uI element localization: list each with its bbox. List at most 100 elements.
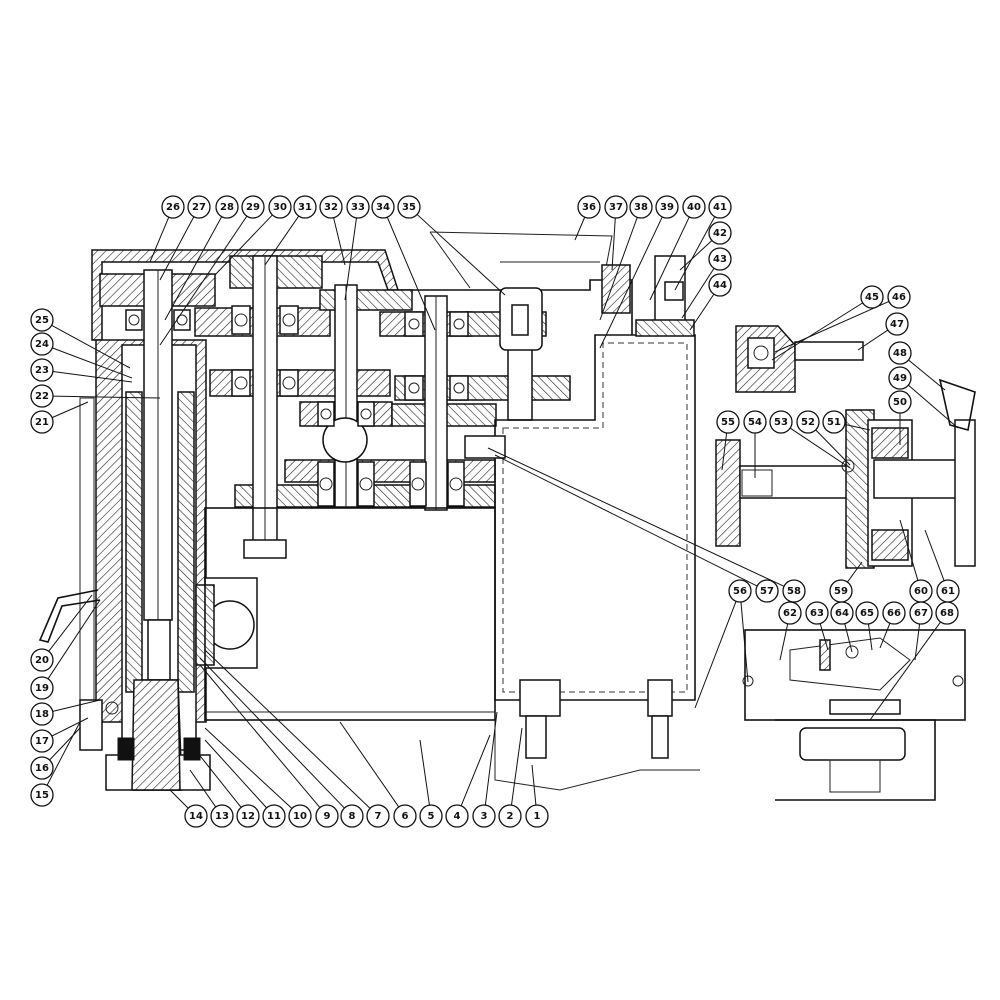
callout-circle bbox=[782, 579, 806, 603]
callout-41: 41 bbox=[674, 195, 732, 291]
taper-bearing-left bbox=[117, 737, 135, 761]
callout-circle bbox=[472, 804, 496, 828]
callout-label: 25 bbox=[35, 315, 49, 326]
leader-line bbox=[847, 561, 863, 583]
callout-circle bbox=[708, 195, 732, 219]
callout-circle bbox=[346, 195, 370, 219]
callout-38: 38 bbox=[599, 195, 653, 321]
callout-label: 15 bbox=[35, 790, 49, 801]
callout-26: 26 bbox=[149, 195, 185, 263]
callout-circle bbox=[366, 804, 390, 828]
lever-handle bbox=[38, 589, 101, 643]
callout-label: 39 bbox=[660, 202, 674, 213]
callout-label: 45 bbox=[865, 292, 879, 303]
callout-circle bbox=[30, 702, 54, 726]
upper-housing bbox=[91, 231, 633, 341]
spindle-key bbox=[147, 619, 171, 681]
leader-line bbox=[908, 359, 946, 391]
callout-label: 49 bbox=[893, 373, 907, 384]
callout-40: 40 bbox=[649, 195, 706, 301]
callout-29: 29 bbox=[159, 195, 265, 346]
callout-circle bbox=[909, 601, 933, 625]
callout-label: 36 bbox=[582, 202, 596, 213]
leader-line bbox=[599, 216, 663, 349]
callout-33: 33 bbox=[344, 195, 370, 301]
callout-label: 10 bbox=[293, 811, 307, 822]
callout-label: 34 bbox=[376, 202, 390, 213]
leader-line bbox=[189, 769, 217, 808]
leader-line bbox=[740, 601, 749, 683]
callout-circle bbox=[604, 195, 628, 219]
callout-label: 12 bbox=[241, 811, 255, 822]
callout-circle bbox=[293, 195, 317, 219]
callout-circle bbox=[935, 601, 959, 625]
callout-28: 28 bbox=[164, 195, 239, 321]
callout-label: 18 bbox=[35, 709, 49, 720]
leader-line bbox=[487, 447, 785, 587]
callout-label: 29 bbox=[246, 202, 260, 213]
leader-line bbox=[49, 727, 81, 761]
callout-7: 7 bbox=[204, 649, 390, 828]
callout-label: 62 bbox=[783, 608, 797, 619]
callout-label: 11 bbox=[267, 811, 281, 822]
leader-line bbox=[867, 623, 873, 651]
callout-label: 6 bbox=[402, 811, 409, 822]
leader-line bbox=[46, 721, 81, 786]
callout-label: 22 bbox=[35, 391, 49, 402]
callout-circle bbox=[236, 804, 260, 828]
callout-19: 19 bbox=[30, 599, 101, 700]
callout-66: 66 bbox=[879, 601, 906, 649]
callout-16: 16 bbox=[30, 727, 81, 780]
callout-49: 49 bbox=[888, 366, 959, 429]
bevel-key bbox=[511, 304, 529, 336]
callout-circle bbox=[30, 676, 54, 700]
leader-line bbox=[159, 215, 248, 346]
callout-1: 1 bbox=[525, 764, 549, 828]
callout-55: 55 bbox=[716, 410, 740, 471]
leader-line bbox=[771, 302, 863, 361]
callout-label: 35 bbox=[402, 202, 416, 213]
detail-upper bbox=[735, 325, 864, 393]
callout-circle bbox=[796, 410, 820, 434]
foot-bolt-right bbox=[651, 715, 669, 759]
callout-circle bbox=[268, 195, 292, 219]
clamp-screw bbox=[829, 699, 901, 715]
callout-label: 63 bbox=[810, 608, 824, 619]
callout-label: 41 bbox=[713, 202, 727, 213]
callout-label: 28 bbox=[220, 202, 234, 213]
callout-circle bbox=[210, 804, 234, 828]
callout-circle bbox=[888, 366, 912, 390]
shaft-nut bbox=[243, 539, 287, 559]
leader-line bbox=[721, 432, 728, 471]
leader-line bbox=[510, 727, 523, 806]
callout-11: 11 bbox=[204, 739, 286, 828]
callout-label: 5 bbox=[428, 811, 435, 822]
callout-circle bbox=[241, 195, 265, 219]
leader-line bbox=[204, 739, 267, 809]
callout-label: 55 bbox=[721, 417, 735, 428]
leader-line bbox=[204, 727, 293, 809]
callout-circle bbox=[288, 804, 312, 828]
gear-third bbox=[319, 289, 413, 311]
callout-circle bbox=[262, 804, 286, 828]
guide-column bbox=[79, 397, 95, 704]
callout-circle bbox=[525, 804, 549, 828]
callout-circle bbox=[30, 729, 54, 753]
callout-circle bbox=[860, 285, 884, 309]
callout-label: 58 bbox=[787, 586, 801, 597]
quill-wall-right bbox=[177, 391, 195, 693]
callout-label: 8 bbox=[349, 811, 356, 822]
callout-layer: 1234567891011121314151617181920212223242… bbox=[30, 195, 960, 828]
leader-line bbox=[857, 329, 889, 351]
callout-circle bbox=[30, 648, 54, 672]
callout-circle bbox=[187, 195, 211, 219]
taper-bearing-right bbox=[183, 737, 201, 761]
callout-4: 4 bbox=[445, 734, 491, 828]
leader-line bbox=[879, 623, 891, 649]
leader-line bbox=[679, 240, 713, 271]
callout-circle bbox=[655, 195, 679, 219]
callout-label: 20 bbox=[35, 655, 49, 666]
callout-44: 44 bbox=[689, 273, 732, 331]
callout-circle bbox=[855, 601, 879, 625]
callout-25: 25 bbox=[30, 308, 131, 369]
